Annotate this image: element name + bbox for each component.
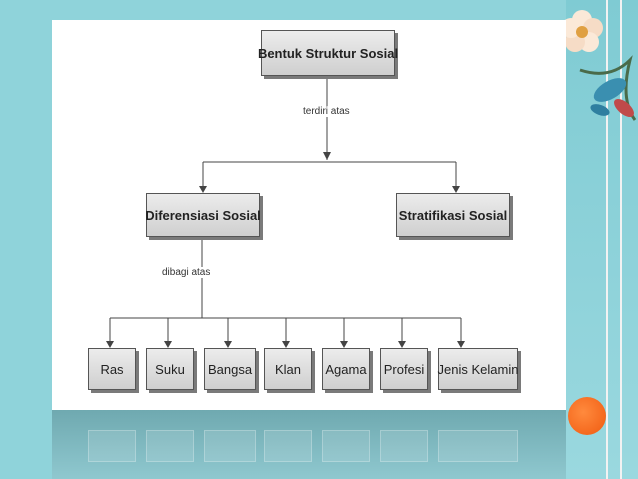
node-leaf: Klan (264, 348, 312, 390)
edge-label-root: terdiri atas (301, 106, 352, 117)
reflection-box (322, 430, 370, 462)
node-stratifikasi-label: Stratifikasi Sosial (398, 207, 508, 223)
node-leaf: Agama (322, 348, 370, 390)
node-leaf-label: Klan (274, 361, 302, 377)
reflection-box (88, 430, 136, 462)
node-leaf-label: Agama (325, 361, 367, 377)
node-leaf: Ras (88, 348, 136, 390)
reflection-box (146, 430, 194, 462)
orange-circle-decoration (568, 397, 606, 435)
node-leaf: Jenis Kelamin (438, 348, 518, 390)
node-leaf-label: Ras (100, 361, 124, 377)
slide-reflection (52, 410, 566, 479)
node-stratifikasi: Stratifikasi Sosial (396, 193, 510, 237)
node-leaf-label: Profesi (383, 361, 425, 377)
node-leaf: Profesi (380, 348, 428, 390)
reflection-box (380, 430, 428, 462)
reflection-box (204, 430, 256, 462)
border-line (606, 0, 608, 479)
node-root: Bentuk Struktur Sosial (257, 30, 399, 76)
node-leaf-label: Suku (155, 361, 185, 377)
node-leaf-label: Jenis Kelamin (437, 361, 519, 377)
node-root-label: Bentuk Struktur Sosial (257, 45, 399, 61)
reflection-box (264, 430, 312, 462)
node-leaf: Bangsa (204, 348, 256, 390)
reflection-box (438, 430, 518, 462)
flower-decoration-icon (561, 10, 637, 121)
border-line (620, 0, 622, 479)
node-leaf-label: Bangsa (207, 361, 253, 377)
node-leaf: Suku (146, 348, 194, 390)
node-diferensiasi: Diferensiasi Sosial (145, 193, 261, 237)
edge-label-level1: dibagi atas (160, 267, 213, 278)
node-diferensiasi-label: Diferensiasi Sosial (145, 207, 261, 223)
